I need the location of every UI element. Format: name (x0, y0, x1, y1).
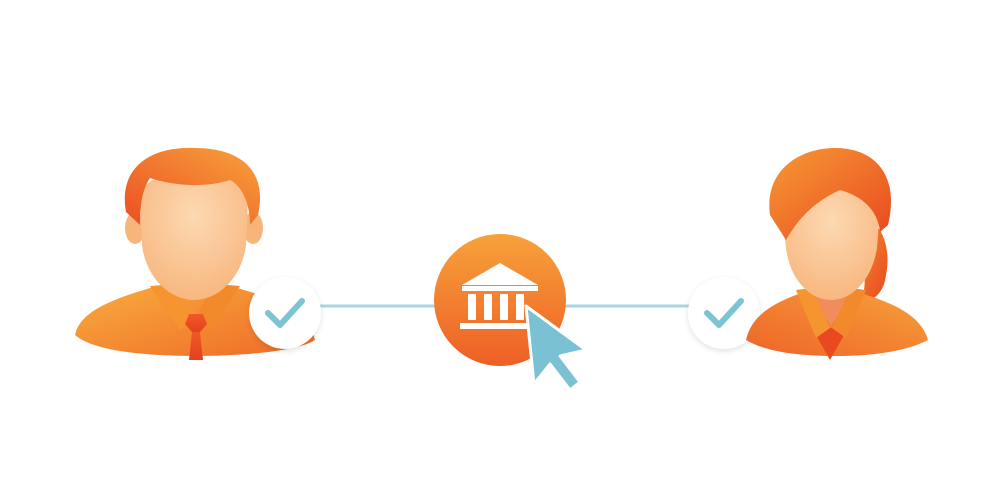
check-icon (704, 298, 744, 328)
man-avatar-icon (75, 147, 315, 360)
right-verified-badge (688, 277, 760, 349)
left-verified-badge (249, 277, 321, 349)
woman-avatar-icon (746, 148, 928, 360)
bank-icon (460, 263, 540, 329)
check-icon (265, 298, 305, 328)
cursor-pointer-icon (524, 304, 588, 392)
